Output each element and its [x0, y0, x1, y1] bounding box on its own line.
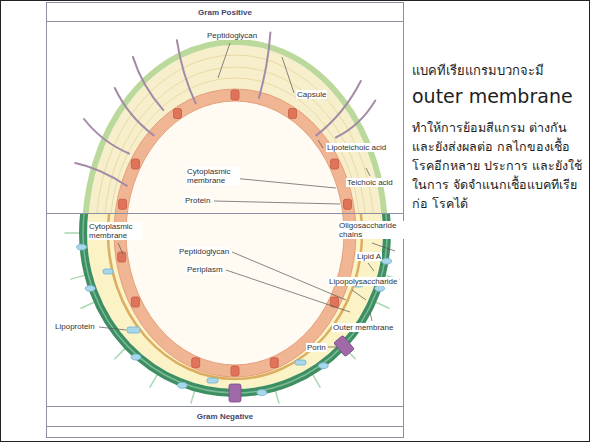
- teichoic-strand: [133, 57, 163, 110]
- porin: [334, 335, 355, 357]
- teichoic-strand: [84, 119, 129, 154]
- panel-header: Gram Positive: [47, 3, 403, 22]
- membrane-protein: [289, 109, 297, 119]
- teichoic-strand: [75, 33, 375, 186]
- lipoprotein: [207, 378, 218, 383]
- membrane-protein: [119, 199, 127, 209]
- membrane-protein: [344, 199, 352, 209]
- porin: [229, 384, 241, 402]
- part-label: Periplasm: [186, 265, 224, 274]
- part-label: Capsule: [296, 90, 327, 99]
- part-label: Outer membrane: [332, 323, 394, 332]
- note-text: ทำให้การย้อมสีแกรม ต่างกัน และยังส่งผลต่…: [412, 118, 584, 213]
- note-text: แบคทีเรียแกรมบวกจะมี: [412, 64, 544, 79]
- membrane-edge: [126, 214, 344, 365]
- teichoic-strand: [336, 101, 375, 138]
- porin: [229, 335, 354, 402]
- membrane-protein: [131, 297, 139, 307]
- part-label: Porin: [306, 343, 327, 352]
- part-label: Lipoprotein: [54, 322, 96, 331]
- lipopolysaccharide: [318, 363, 328, 369]
- lipopolysaccharide: [131, 354, 141, 360]
- peptidoglycan-layer: [88, 45, 382, 213]
- panel-title: Gram Positive: [198, 8, 252, 17]
- part-label: Lipid A: [356, 252, 382, 261]
- membrane-protein: [270, 358, 278, 368]
- teichoic-strand: [177, 40, 196, 103]
- cytoplasmic-membrane: [120, 95, 350, 213]
- part-label: Peptidoglycan: [206, 31, 258, 40]
- membrane-protein: [331, 159, 339, 169]
- note-text: outer membrane: [412, 86, 573, 108]
- membrane-protein: [192, 358, 200, 368]
- leader-line: [118, 243, 123, 254]
- part-label: Cytoplasmic membrane: [186, 167, 240, 185]
- membrane-protein: [231, 90, 239, 100]
- membrane-protein: [118, 252, 126, 262]
- leader-line: [368, 263, 374, 271]
- leader-line: [218, 43, 230, 78]
- peptidoglycan-stripe: [104, 67, 366, 213]
- leader-line: [372, 243, 395, 251]
- peptidoglycan-stripe: [96, 55, 374, 213]
- membrane-edge: [114, 214, 356, 377]
- leader-line: [370, 312, 372, 321]
- peptidoglycan-layer: [108, 214, 362, 379]
- peptidoglycan-stripe: [110, 78, 360, 213]
- panel-title: Gram Negative: [197, 412, 253, 421]
- leader-line: [282, 57, 294, 93]
- part-label: Teichoic acid: [346, 178, 394, 187]
- part-label: Protein: [184, 196, 211, 205]
- lipoprotein: [127, 327, 140, 333]
- gram-negative-cell: [65, 214, 399, 403]
- leader-line: [99, 43, 395, 347]
- lipopolysaccharide: [382, 258, 392, 264]
- lipopolysaccharide: [85, 285, 95, 291]
- leader-line: [99, 327, 126, 330]
- outer-membrane-edge: [83, 214, 387, 393]
- teichoic-strand: [259, 33, 271, 99]
- lipoprotein: [103, 269, 363, 383]
- part-label: Cytoplasmic membrane: [88, 222, 142, 240]
- membrane-protein: [231, 366, 239, 376]
- lipopolysaccharide: [375, 285, 385, 291]
- leader-line: [232, 252, 346, 300]
- cytoplasmic-membrane: [120, 214, 350, 371]
- lipoprotein: [295, 360, 306, 365]
- lipopolysaccharide: [77, 244, 392, 396]
- part-label: Peptidoglycan: [178, 247, 230, 256]
- part-label: Lipoteichoic acid: [326, 143, 387, 152]
- membrane-edge: [126, 101, 344, 213]
- gram-positive-cell: [75, 33, 385, 214]
- leader-line: [328, 347, 336, 348]
- part-label: Lipopolysaccharide: [328, 277, 399, 286]
- leader-line: [318, 140, 323, 148]
- lipopolysaccharide: [257, 390, 267, 396]
- panel-header: Gram Negative: [47, 406, 403, 427]
- lipopolysaccharide: [77, 244, 87, 250]
- teichoic-strand: [115, 88, 154, 135]
- leader-line: [232, 178, 336, 188]
- teichoic-strand: [75, 163, 127, 186]
- periplasm: [87, 214, 383, 389]
- leader-line: [214, 201, 340, 204]
- part-label: Oligosaccharide chains: [338, 221, 404, 239]
- membrane-edge: [114, 89, 356, 213]
- lipopolysaccharide: [177, 382, 187, 388]
- membrane-protein: [119, 90, 352, 209]
- capsule-ring: [85, 42, 385, 213]
- membrane-protein: [174, 109, 182, 119]
- leader-line: [366, 168, 370, 176]
- lipoprotein: [103, 269, 113, 274]
- outer-membrane: [83, 214, 387, 393]
- leader-line: [352, 290, 366, 300]
- membrane-protein: [131, 159, 139, 169]
